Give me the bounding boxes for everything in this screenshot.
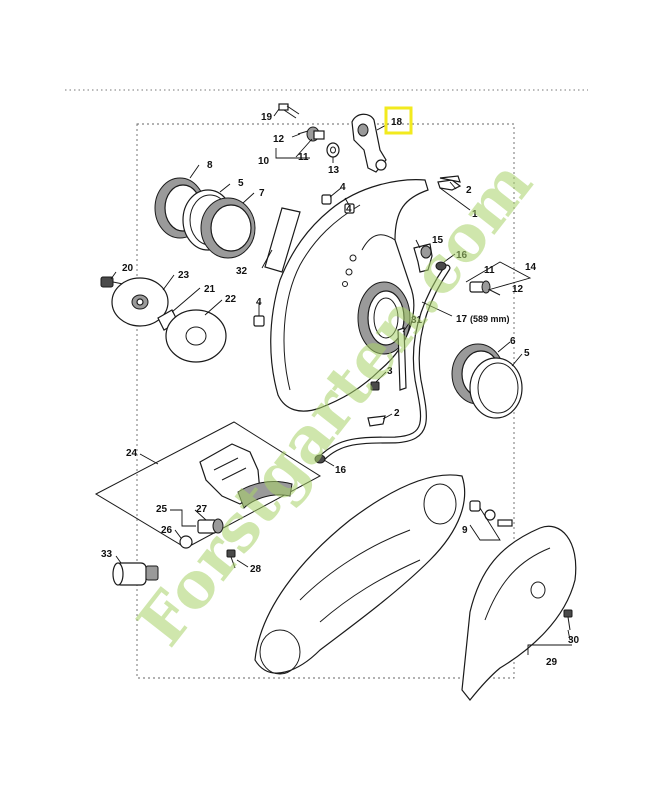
nut-4-left[interactable] <box>253 315 265 327</box>
label-2-top: 2 <box>466 185 472 196</box>
label-24: 24 <box>126 448 138 459</box>
label-5-left: 5 <box>238 178 244 189</box>
label-31: 31 <box>411 315 423 326</box>
nut-4-upper[interactable] <box>321 194 355 214</box>
label-19: 19 <box>261 112 273 123</box>
label-16-lower: 16 <box>335 465 347 476</box>
hose-length-note: (589 mm) <box>470 314 510 324</box>
label-11-top: 11 <box>298 152 309 163</box>
label-16-top: 16 <box>456 250 468 261</box>
label-1: 1 <box>472 209 478 220</box>
lever-18[interactable] <box>351 113 387 173</box>
screw-12-top[interactable] <box>297 130 309 135</box>
label-26: 26 <box>161 525 173 536</box>
label-9: 9 <box>462 525 468 536</box>
screw-28[interactable] <box>226 549 236 569</box>
label-13: 13 <box>328 165 340 176</box>
screw-3[interactable] <box>370 381 380 391</box>
bolt-19[interactable] <box>278 103 300 119</box>
label-12-top: 12 <box>273 134 285 145</box>
clip-2-top[interactable] <box>439 175 461 183</box>
label-5-right: 5 <box>524 348 530 359</box>
water-attachment-24[interactable] <box>199 443 293 509</box>
hose-clip-16-top[interactable] <box>435 261 447 271</box>
label-32: 32 <box>236 266 248 277</box>
seal-ring-5-right[interactable] <box>469 357 523 419</box>
label-27: 27 <box>196 504 208 515</box>
label-25: 25 <box>156 504 168 515</box>
leader-lines <box>110 108 572 655</box>
fitting-27[interactable] <box>197 518 224 534</box>
label-23: 23 <box>178 270 190 281</box>
label-29: 29 <box>546 657 558 668</box>
housing[interactable] <box>254 474 466 675</box>
label-12-right: 12 <box>512 284 524 295</box>
screw-12-right[interactable] <box>489 289 501 296</box>
part-labels: 19 12 10 11 13 18 8 5 7 4 4 2 1 32 15 16… <box>101 112 580 668</box>
label-11-right: 11 <box>484 265 495 276</box>
hose-clip-16-lower[interactable] <box>314 454 326 464</box>
assembly-frame <box>136 123 515 679</box>
label-7: 7 <box>259 188 265 199</box>
o-ring-26[interactable] <box>179 535 193 549</box>
washer-13[interactable] <box>326 142 340 158</box>
ring-7[interactable] <box>200 197 256 259</box>
water-hose[interactable] <box>318 264 451 462</box>
label-14: 14 <box>525 262 537 273</box>
spacer-11-top[interactable] <box>306 126 325 142</box>
label-18: 18 <box>391 117 403 128</box>
label-8: 8 <box>207 160 213 171</box>
assembly-24-outline <box>94 421 321 549</box>
label-17: 17 <box>456 314 468 325</box>
label-21: 21 <box>204 284 216 295</box>
decal-32[interactable] <box>264 207 301 273</box>
washer-22[interactable] <box>165 309 227 363</box>
sprocket-cover-29[interactable] <box>461 525 577 701</box>
label-20: 20 <box>122 263 134 274</box>
highlight-box-18 <box>384 106 413 135</box>
thrust-washer-23[interactable] <box>111 277 169 327</box>
valve-15[interactable] <box>413 243 433 273</box>
screw-9[interactable] <box>469 500 513 527</box>
label-2-lower: 2 <box>394 408 400 419</box>
label-10: 10 <box>258 156 270 167</box>
label-4-left: 4 <box>256 297 262 308</box>
guard-bearing-ring <box>357 281 411 355</box>
label-4-top-a: 4 <box>340 182 346 193</box>
label-28: 28 <box>250 564 262 575</box>
bracket-31[interactable] <box>397 327 407 391</box>
label-15: 15 <box>432 235 444 246</box>
label-3: 3 <box>387 366 393 377</box>
label-30: 30 <box>568 635 580 646</box>
label-6: 6 <box>510 336 516 347</box>
label-4-top-b: 4 <box>346 204 352 215</box>
label-33: 33 <box>101 549 113 560</box>
label-22: 22 <box>225 294 237 305</box>
screw-30[interactable] <box>563 609 573 631</box>
valve-33[interactable] <box>112 562 159 586</box>
clip-2-lower[interactable] <box>367 415 386 427</box>
